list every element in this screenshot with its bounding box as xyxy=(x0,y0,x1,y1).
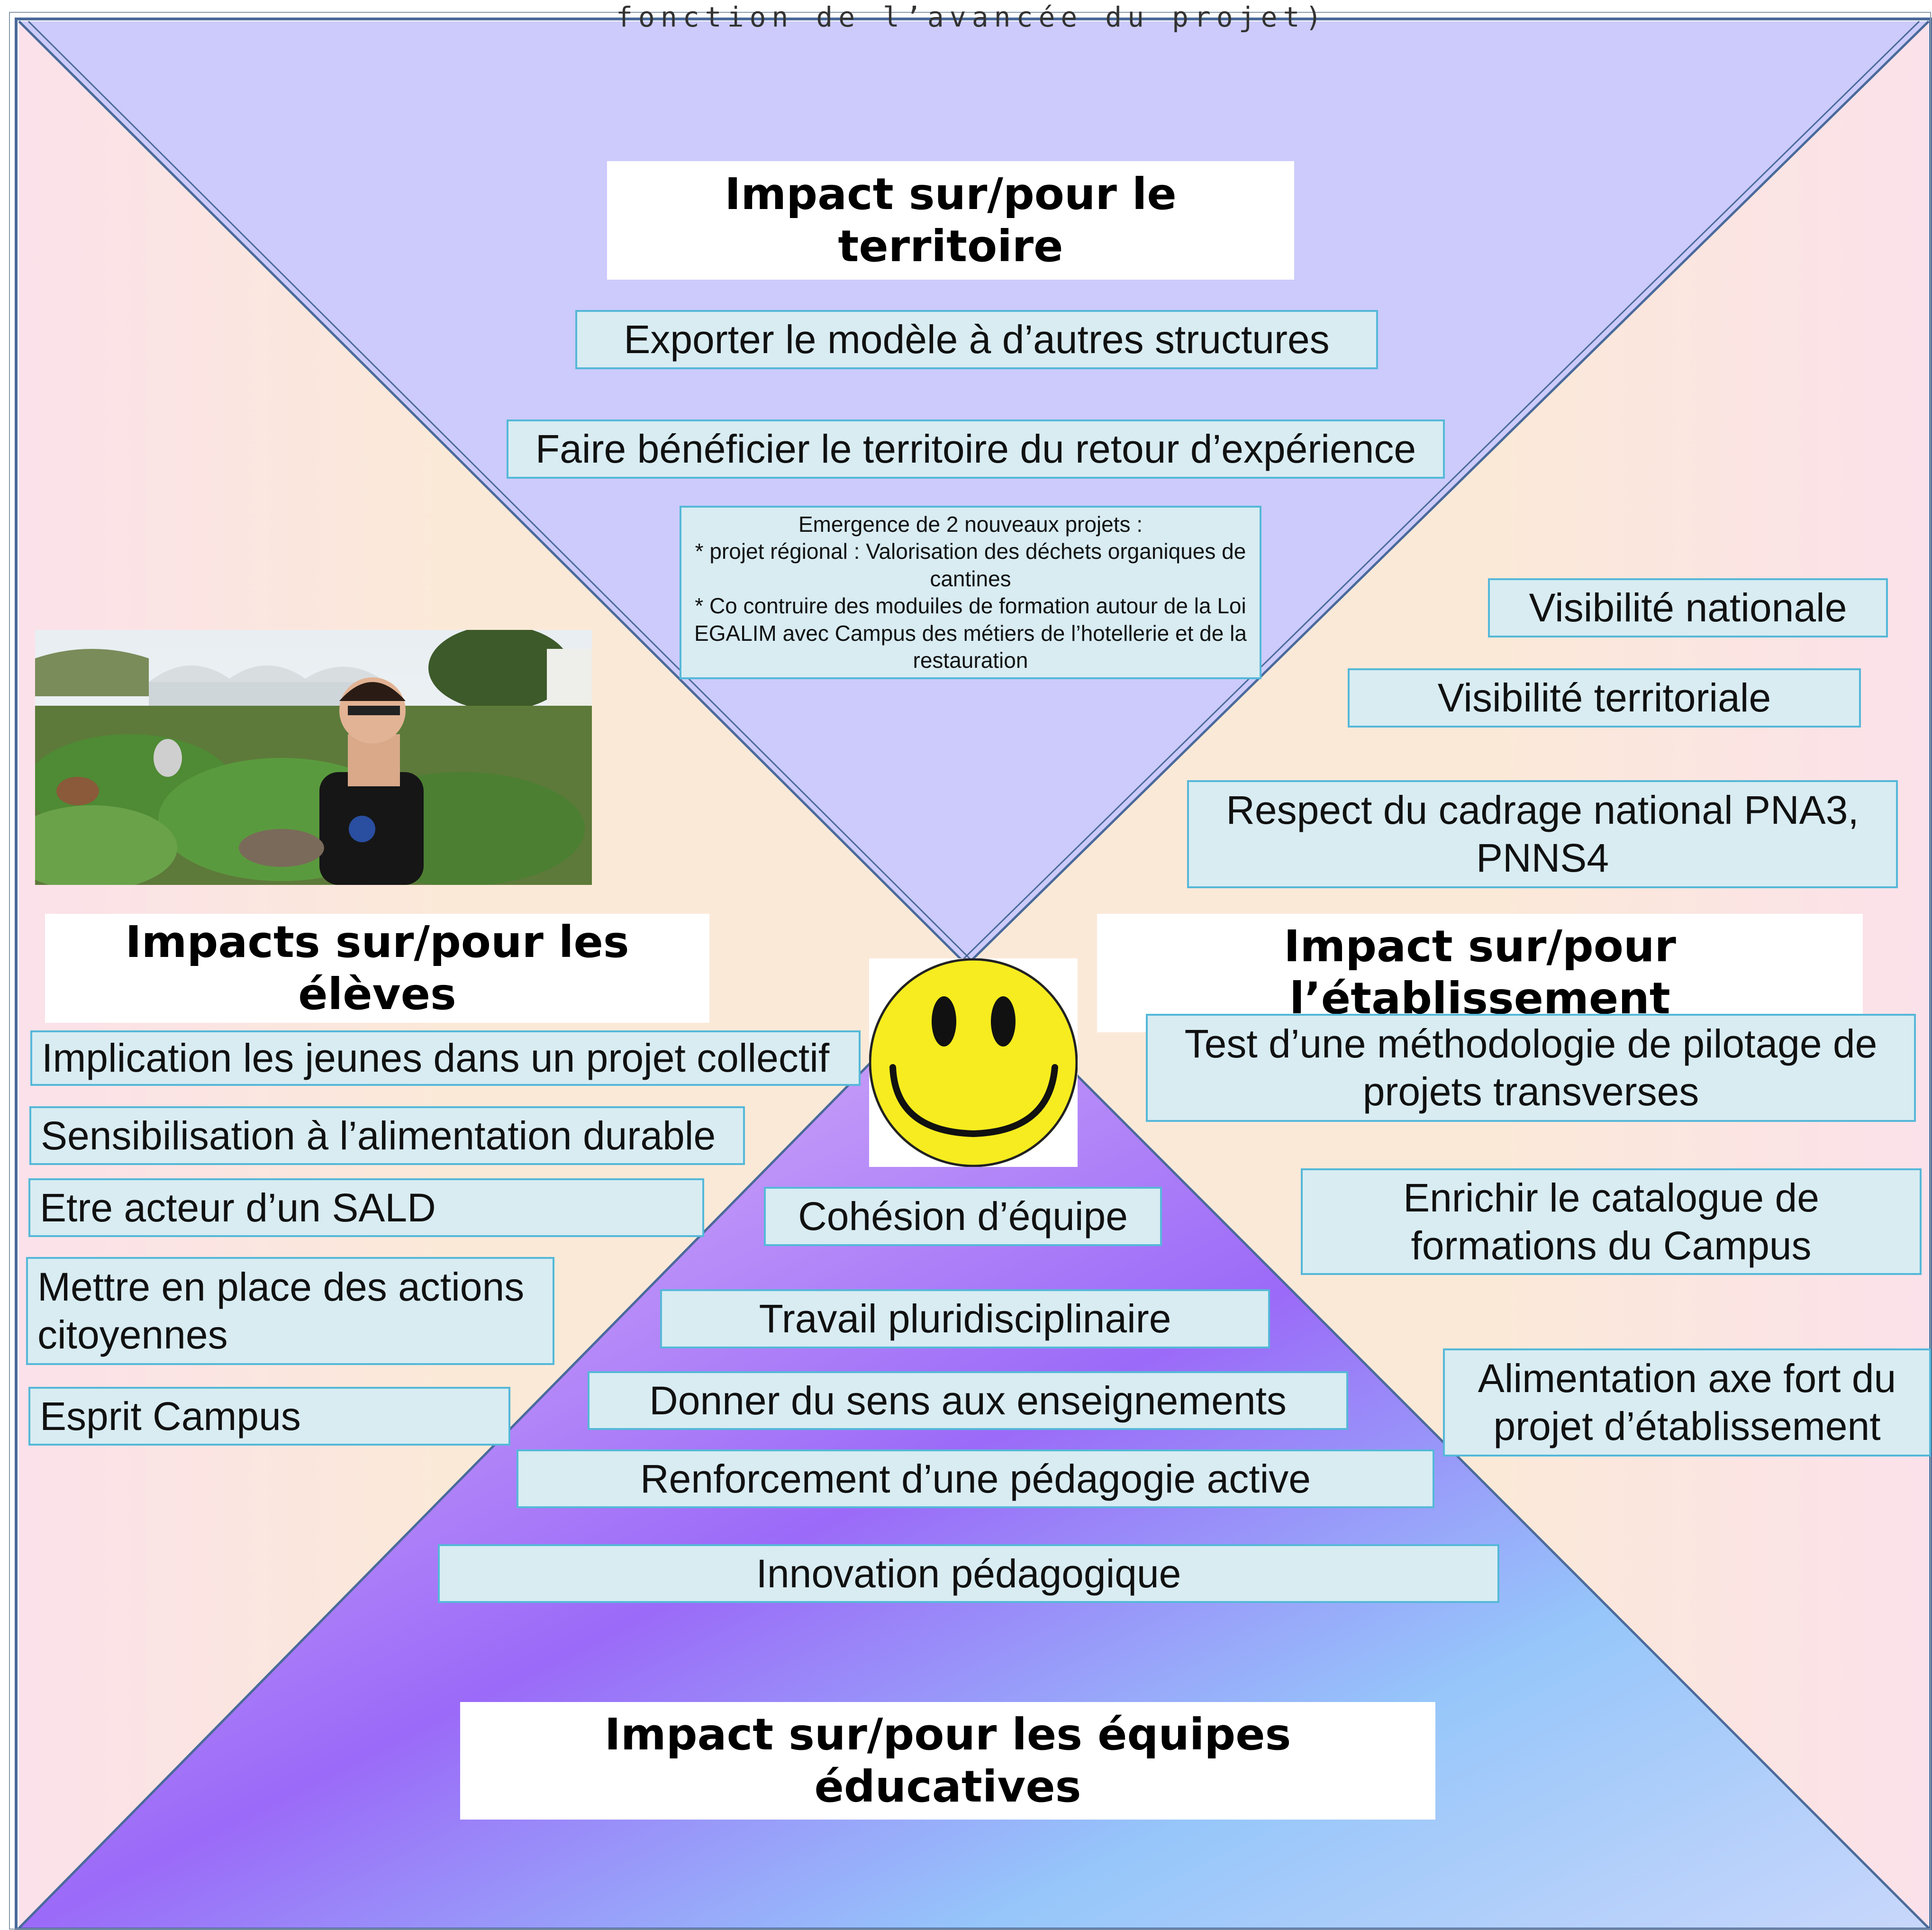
title-territoire: Impact sur/pour le territoire xyxy=(607,161,1294,280)
item-etablissement-3: Respect du cadrage national PNA3, PNNS4 xyxy=(1187,780,1898,888)
item-equipes-1: Cohésion d’équipe xyxy=(764,1187,1162,1246)
item-etablissement-1: Visibilité nationale xyxy=(1488,578,1888,637)
item-eleves-5: Esprit Campus xyxy=(28,1387,510,1446)
item-etablissement-4: Test d’une méthodologie de pilotage de p… xyxy=(1146,1014,1916,1122)
smiley-face-icon xyxy=(869,958,1078,1167)
item-equipes-5: Innovation pédagogique xyxy=(438,1544,1499,1603)
item-equipes-3: Donner du sens aux enseignements xyxy=(588,1371,1348,1430)
item-eleves-2: Sensibilisation à l’alimentation durable xyxy=(29,1106,745,1165)
item-equipes-2: Travail pluridisciplinaire xyxy=(660,1289,1270,1348)
item-territoire-2: Faire bénéficier le territoire du retour… xyxy=(507,419,1445,479)
item-etablissement-6: Alimentation axe fort du projet d’établi… xyxy=(1443,1348,1931,1457)
item-etablissement-5: Enrichir le catalogue de formations du C… xyxy=(1301,1168,1922,1275)
item-etablissement-2: Visibilité territoriale xyxy=(1348,668,1861,728)
top-triangle xyxy=(19,21,1929,965)
title-equipes: Impact sur/pour les équipes éducatives xyxy=(460,1702,1435,1820)
students-in-garden-photo xyxy=(35,630,592,885)
title-etablissement: Impact sur/pour l’établissement xyxy=(1097,914,1863,1032)
bottom-triangle xyxy=(19,965,1929,1928)
title-eleves: Impacts sur/pour les élèves xyxy=(45,914,709,1023)
note-territoire: Emergence de 2 nouveaux projets : * proj… xyxy=(680,506,1261,679)
page-caption: fonction de l’avancée du projet) xyxy=(616,1,1328,33)
item-eleves-3: Etre acteur d’un SALD xyxy=(28,1178,704,1237)
item-equipes-4: Renforcement d’une pédagogie active xyxy=(517,1449,1434,1508)
item-territoire-1: Exporter le modèle à d’autres structures xyxy=(575,310,1378,369)
item-eleves-4: Mettre en place des actions citoyennes xyxy=(26,1257,554,1365)
item-eleves-1: Implication les jeunes dans un projet co… xyxy=(30,1030,861,1086)
